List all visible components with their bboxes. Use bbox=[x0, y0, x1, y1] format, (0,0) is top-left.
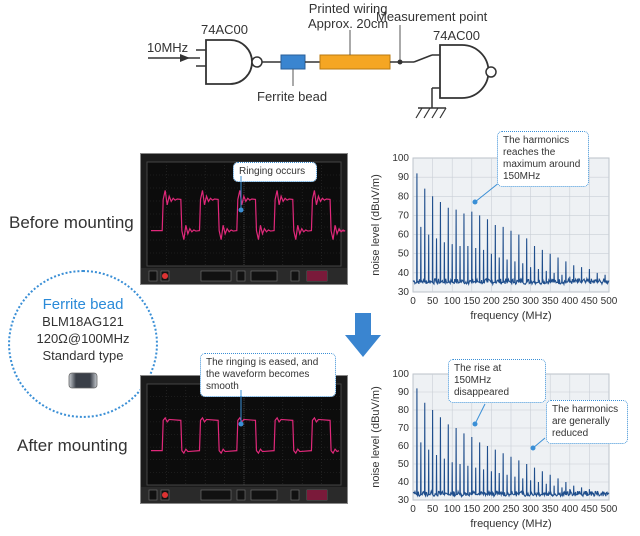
printed-wiring-line2: Approx. 20cm bbox=[308, 16, 389, 31]
y-tick-label: 30 bbox=[398, 495, 410, 506]
down-arrow-icon bbox=[345, 313, 381, 357]
y-tick-label: 50 bbox=[398, 249, 410, 260]
x-tick-label: 150 bbox=[463, 504, 480, 515]
ferrite-bead-icon bbox=[280, 54, 306, 70]
callout-ringing-occurs-pointer bbox=[238, 176, 244, 213]
nand-gate-1-icon bbox=[205, 39, 253, 85]
y-tick-label: 40 bbox=[398, 477, 410, 488]
x-tick-label: 200 bbox=[483, 504, 500, 515]
y-tick-label: 100 bbox=[392, 369, 409, 380]
printed-wiring-icon bbox=[319, 54, 391, 70]
ferrite-chip-icon bbox=[68, 372, 98, 389]
x-tick-label: 500 bbox=[601, 504, 618, 515]
printed-wiring-line1: Printed wiring bbox=[308, 1, 388, 16]
x-tick-label: 450 bbox=[581, 504, 598, 515]
x-tick-label: 0 bbox=[410, 296, 416, 307]
y-tick-label: 80 bbox=[398, 191, 410, 202]
x-tick-label: 200 bbox=[483, 296, 500, 307]
x-tick-label: 0 bbox=[410, 504, 416, 515]
x-tick-label: 250 bbox=[503, 296, 520, 307]
x-tick-label: 400 bbox=[561, 296, 578, 307]
waveform-trace bbox=[151, 416, 340, 455]
ferrite-info-spec: 120Ω@100MHz bbox=[36, 331, 130, 346]
callout-rise-disappeared: The rise at 150MHz disappeared bbox=[448, 359, 546, 403]
y-tick-label: 70 bbox=[398, 423, 410, 434]
callout-pointer bbox=[472, 181, 501, 205]
x-tick-label: 350 bbox=[542, 296, 559, 307]
x-tick-label: 100 bbox=[444, 296, 461, 307]
gate-2-label: 74AC00 bbox=[433, 28, 480, 43]
spectrum-series-line bbox=[412, 388, 610, 499]
x-tick-label: 450 bbox=[581, 296, 598, 307]
x-tick-label: 350 bbox=[542, 504, 559, 515]
y-tick-label: 80 bbox=[398, 405, 410, 416]
printed-wiring-label: Printed wiring Approx. 20cm bbox=[308, 1, 388, 31]
x-tick-label: 300 bbox=[522, 296, 539, 307]
y-tick-label: 90 bbox=[398, 387, 410, 398]
x-tick-label: 50 bbox=[427, 504, 439, 515]
y-tick-label: 50 bbox=[398, 459, 410, 470]
oscilloscope-after bbox=[140, 375, 348, 504]
y-tick-label: 60 bbox=[398, 230, 410, 241]
x-tick-label: 50 bbox=[427, 296, 439, 307]
nand-gate-2-icon bbox=[439, 44, 490, 99]
y-tick-label: 90 bbox=[398, 172, 410, 183]
callout-ringing-eased: The ringing is eased, and the waveform b… bbox=[200, 353, 336, 397]
x-tick-label: 400 bbox=[561, 504, 578, 515]
ferrite-info-title: Ferrite bead bbox=[42, 296, 124, 313]
x-axis-label: frequency (MHz) bbox=[470, 518, 551, 530]
ferrite-bead-label: Ferrite bead bbox=[257, 89, 328, 104]
gate-1-label: 74AC00 bbox=[201, 22, 248, 37]
callout-pointer bbox=[530, 437, 546, 451]
x-tick-label: 250 bbox=[503, 504, 520, 515]
before-mounting-label: Before mounting bbox=[9, 213, 134, 232]
x-tick-label: 500 bbox=[601, 296, 618, 307]
y-axis-label: noise level (dBuV/m) bbox=[370, 386, 382, 488]
after-mounting-label: After mounting bbox=[17, 436, 128, 455]
ferrite-info-type: Standard type bbox=[42, 348, 124, 363]
spectrum-series-line bbox=[412, 173, 610, 287]
ferrite-info-part: BLM18AG121 bbox=[42, 314, 124, 329]
callout-harmonics-reduced: The harmonics are generally reduced bbox=[546, 400, 628, 444]
input-frequency-label: 10MHz bbox=[147, 40, 189, 55]
callout-ringing-eased-pointer bbox=[238, 390, 244, 427]
waveform-trace bbox=[151, 190, 346, 240]
y-tick-label: 30 bbox=[398, 287, 410, 298]
circuit-diagram bbox=[148, 25, 497, 119]
measurement-point-label: Measurement point bbox=[376, 9, 488, 24]
callout-ringing-occurs: Ringing occurs bbox=[233, 162, 317, 182]
y-tick-label: 70 bbox=[398, 210, 410, 221]
waveform-after bbox=[141, 383, 347, 503]
x-tick-label: 150 bbox=[463, 296, 480, 307]
y-tick-label: 100 bbox=[392, 153, 409, 164]
x-tick-label: 100 bbox=[444, 504, 461, 515]
callout-harmonics-max: The harmonics reaches the maximum around… bbox=[497, 131, 589, 187]
callout-pointer bbox=[472, 403, 486, 427]
ferrite-info-circle: Ferrite bead BLM18AG121 120Ω@100MHz Stan… bbox=[8, 270, 158, 418]
y-tick-label: 40 bbox=[398, 268, 410, 279]
x-axis-label: frequency (MHz) bbox=[470, 310, 551, 322]
y-axis-label: noise level (dBuV/m) bbox=[370, 174, 382, 276]
input-arrow-icon bbox=[180, 54, 190, 62]
y-tick-label: 60 bbox=[398, 441, 410, 452]
x-tick-label: 300 bbox=[522, 504, 539, 515]
